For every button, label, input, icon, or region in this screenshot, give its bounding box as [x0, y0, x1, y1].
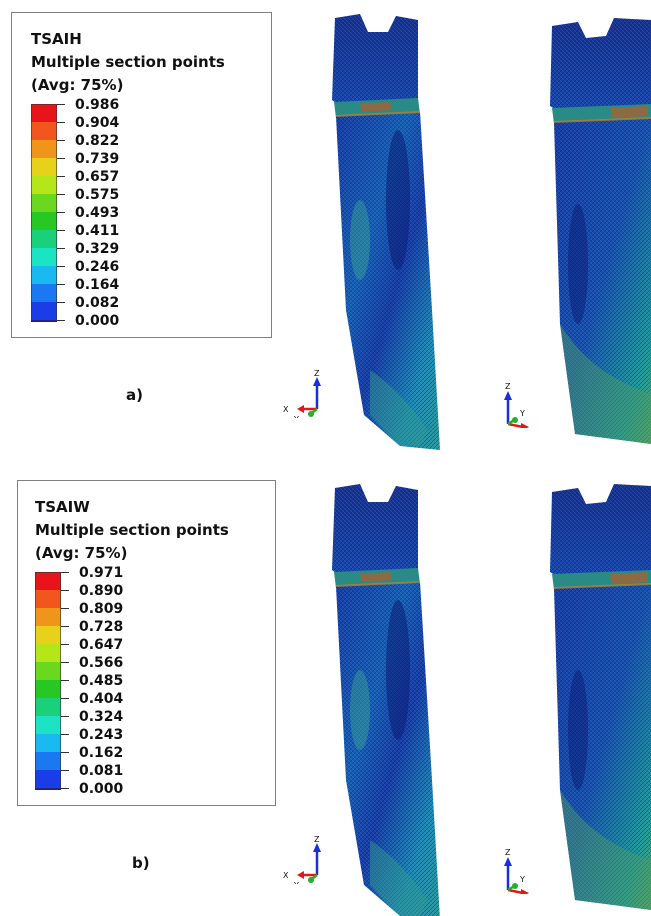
legend-variable: TSAIH [31, 30, 82, 48]
colorbar-value-label: 0.082 [75, 295, 120, 311]
colorbar-value-label: 0.657 [75, 169, 120, 185]
colorbar-segment [35, 680, 61, 698]
axis-label-z: Z [314, 835, 320, 844]
colorbar-value-label: 0.000 [75, 313, 120, 329]
colorbar-segment [31, 212, 57, 230]
axis-triad-right: Z Y X [504, 848, 541, 894]
colorbar-value-label: 0.904 [75, 115, 120, 131]
colorbar-segment [35, 626, 61, 644]
colorbar-value-label: 0.324 [79, 709, 124, 725]
legend-variable: TSAIW [35, 498, 90, 516]
colorbar-segment [31, 302, 57, 320]
colorbar-value-label: 0.000 [79, 781, 124, 797]
legend-average: (Avg: 75%) [35, 544, 128, 562]
axis-label-y: Y [519, 875, 525, 884]
axis-triad-left: Z X Y [283, 369, 321, 418]
colorbar-value-label: 0.485 [79, 673, 124, 689]
colorbar-segment [35, 716, 61, 734]
colorbar-value-label: 0.164 [75, 277, 120, 293]
colorbar-segment [31, 140, 57, 158]
axis-label-z: Z [505, 848, 511, 857]
axis-label-z: Z [314, 369, 320, 378]
colorbar-value-label: 0.809 [79, 601, 124, 617]
legend-average: (Avg: 75%) [31, 76, 124, 94]
colorbar-segment [35, 644, 61, 662]
colorbar-segment [35, 662, 61, 680]
colorbar-segment [35, 752, 61, 770]
colorbar-value-label: 0.647 [79, 637, 124, 653]
colorbar-segment [31, 266, 57, 284]
legend-subtitle: Multiple section points [31, 53, 225, 71]
axis-label-z: Z [505, 382, 511, 391]
colorbar-value-label: 0.575 [75, 187, 120, 203]
colorbar-segment [31, 284, 57, 302]
colorbar-segment [35, 770, 61, 788]
colorbar-segment [35, 608, 61, 626]
axis-label-x: X [535, 427, 541, 428]
axis-label-x: X [283, 871, 289, 880]
colorbar-segment [35, 734, 61, 752]
colorbar-value-label: 0.081 [79, 763, 124, 779]
axis-label-y: Y [519, 409, 525, 418]
axis-label-x: X [283, 405, 289, 414]
colorbar-segment [31, 248, 57, 266]
colorbar-value-label: 0.728 [79, 619, 124, 635]
colorbar-segment [31, 104, 57, 122]
colorbar-value-label: 0.971 [79, 565, 124, 581]
colorbar-segment [31, 122, 57, 140]
colorbar-segment [31, 194, 57, 212]
panel-a: TSAIH Multiple section points (Avg: 75%)… [11, 12, 651, 450]
colorbar-segment [35, 590, 61, 608]
colorbar-segment [31, 176, 57, 194]
colorbar [35, 572, 69, 790]
axis-label-y: Y [293, 881, 299, 884]
subfigure-label: b) [132, 854, 150, 872]
colorbar-value-label: 0.246 [75, 259, 120, 275]
colorbar-value-label: 0.566 [79, 655, 124, 671]
subfigure-label: a) [126, 386, 143, 404]
colorbar-value-label: 0.890 [79, 583, 124, 599]
colorbar-value-label: 0.411 [75, 223, 120, 239]
axis-label-x: X [535, 893, 541, 894]
panel-b: TSAIW Multiple section points (Avg: 75%)… [0, 466, 651, 916]
legend-subtitle: Multiple section points [35, 521, 229, 539]
colorbar-value-label: 0.329 [75, 241, 120, 257]
axis-triad-right: Z Y X [504, 382, 541, 428]
colorbar-segment [35, 572, 61, 590]
colorbar-value-label: 0.404 [79, 691, 124, 707]
colorbar-segment [31, 158, 57, 176]
colorbar-value-label: 0.739 [75, 151, 120, 167]
colorbar-value-label: 0.243 [79, 727, 124, 743]
axis-triad-left: Z X Y [283, 835, 321, 884]
colorbar-value-label: 0.493 [75, 205, 120, 221]
colorbar-segment [35, 698, 61, 716]
colorbar-segment [31, 230, 57, 248]
colorbar-value-label: 0.986 [75, 97, 120, 113]
colorbar [31, 104, 65, 322]
colorbar-value-label: 0.162 [79, 745, 124, 761]
colorbar-value-label: 0.822 [75, 133, 120, 149]
axis-label-y: Y [293, 415, 299, 418]
